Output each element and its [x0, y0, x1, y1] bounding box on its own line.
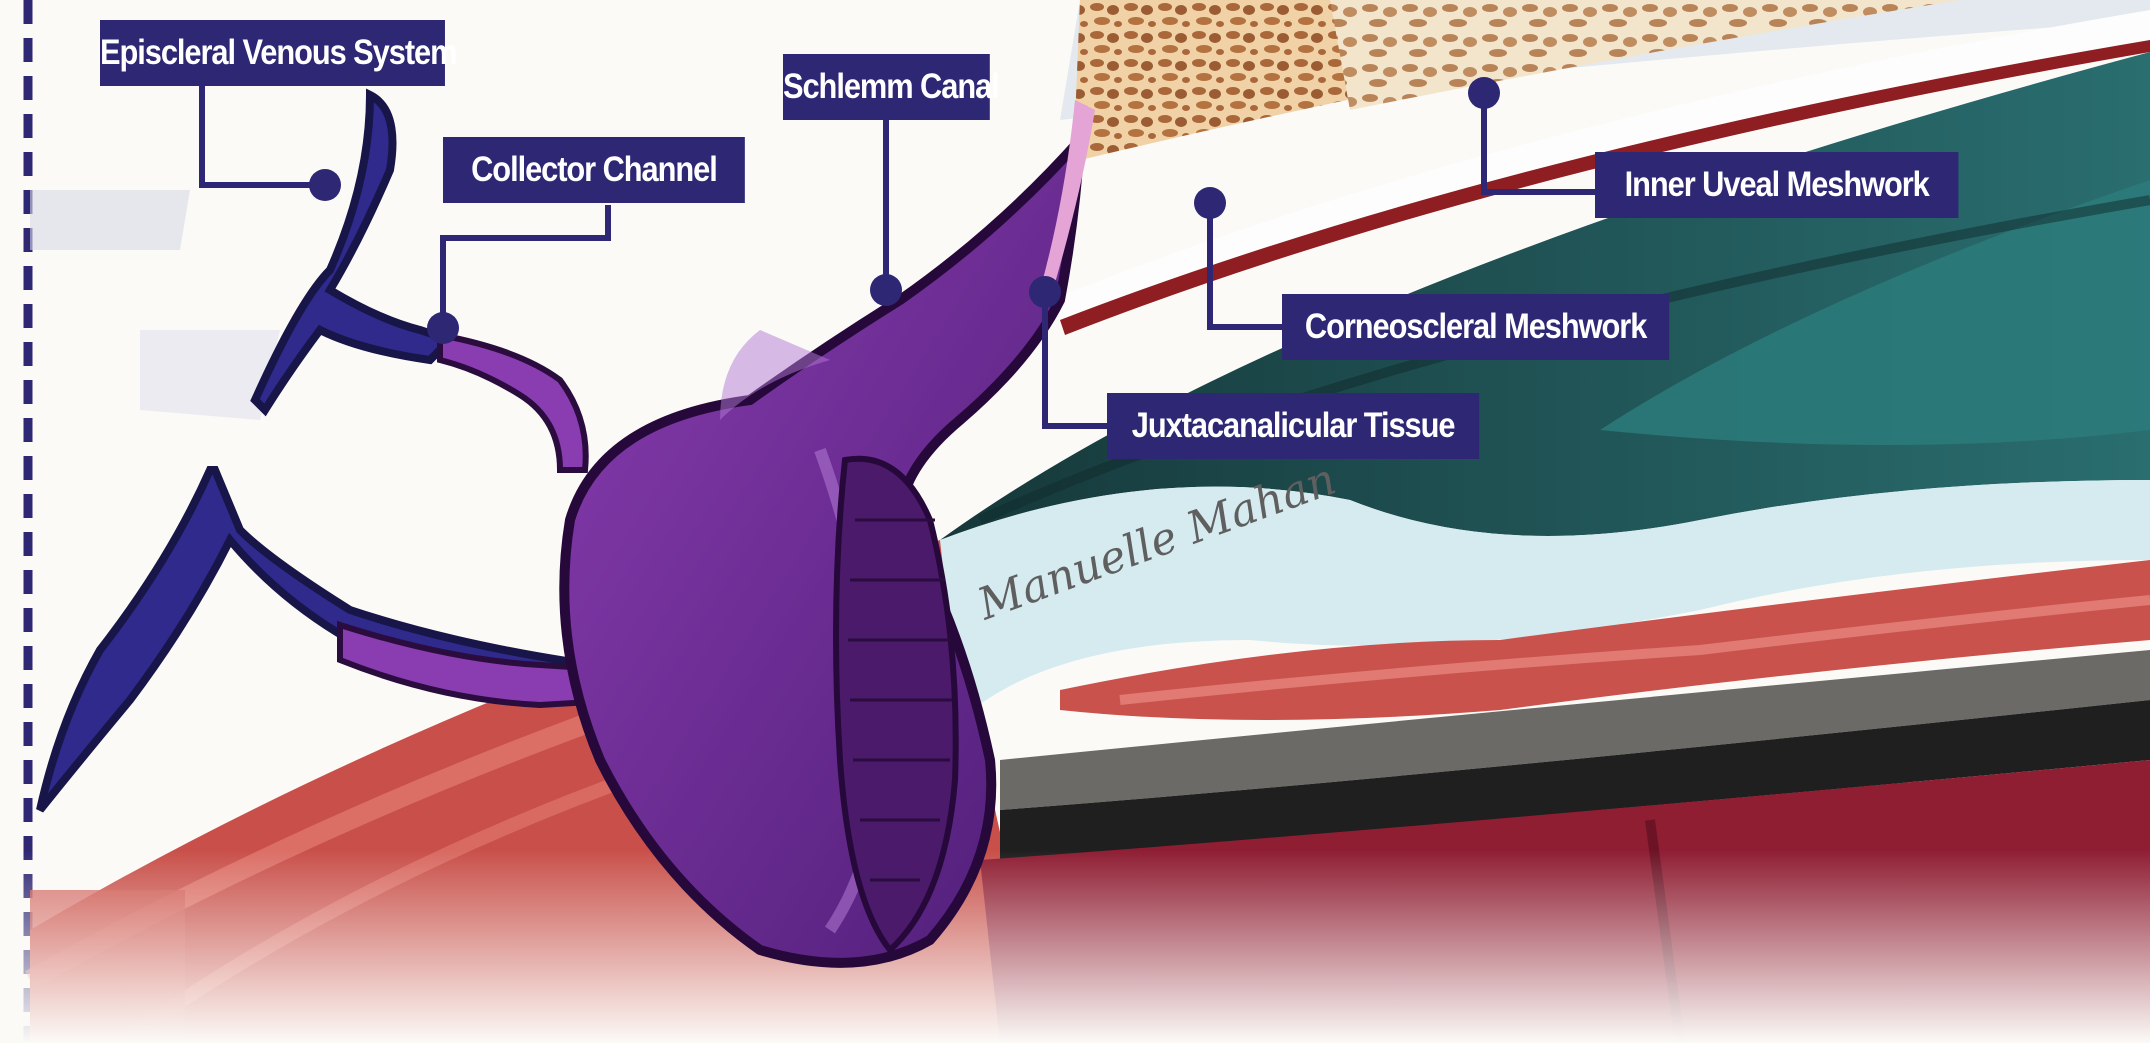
label-inner-uveal-meshwork: Inner Uveal Meshwork: [1595, 152, 1958, 218]
label-corneoscleral-meshwork: Corneoscleral Meshwork: [1282, 294, 1669, 360]
label-schlemm-canal: Schlemm Canal: [783, 54, 990, 120]
collector-channel: [440, 335, 586, 470]
label-episcleral-venous-system: Episcleral Venous System: [100, 20, 445, 86]
label-collector-channel: Collector Channel: [443, 137, 745, 203]
label-juxtacanalicular-tissue: Juxtacanalicular Tissue: [1107, 393, 1479, 459]
